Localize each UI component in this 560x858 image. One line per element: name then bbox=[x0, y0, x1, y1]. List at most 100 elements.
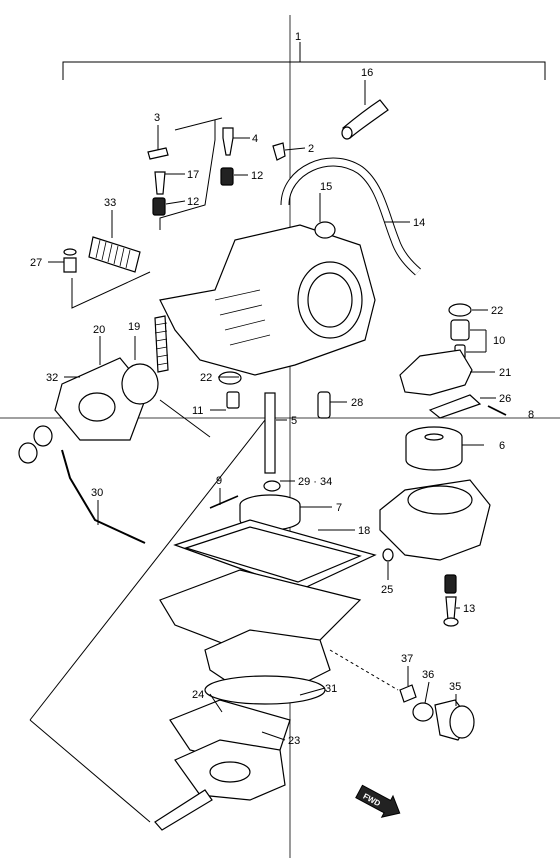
body-nipple bbox=[314, 221, 336, 239]
screw-2 bbox=[272, 142, 286, 161]
pin-8 bbox=[487, 405, 507, 416]
pump-rod bbox=[159, 399, 211, 438]
diaphragm-31 bbox=[204, 675, 326, 705]
callout-25: 25 bbox=[381, 584, 393, 596]
spring-28 bbox=[317, 391, 331, 419]
screw-13-head bbox=[443, 617, 459, 627]
callout-37: 37 bbox=[401, 653, 413, 665]
oring-22b bbox=[218, 371, 242, 385]
clip-26 bbox=[428, 394, 482, 419]
callout-33: 33 bbox=[104, 197, 116, 209]
body-detail bbox=[214, 289, 271, 346]
hose-16-end bbox=[341, 126, 353, 140]
spring-19 bbox=[154, 315, 169, 373]
float-chamber-top bbox=[407, 485, 473, 515]
screw-17 bbox=[154, 171, 166, 195]
oring-36 bbox=[412, 702, 434, 722]
callout-22a: 22 bbox=[491, 305, 503, 317]
callout-9: 9 bbox=[216, 475, 222, 487]
callout-19: 19 bbox=[128, 321, 140, 333]
fwd-arrow: FWD bbox=[355, 784, 401, 818]
spring-12a bbox=[220, 167, 234, 186]
callout-11: 11 bbox=[192, 405, 203, 417]
float-6-side bbox=[405, 437, 463, 471]
guide-sleeve bbox=[71, 271, 151, 309]
gasket-18-inner bbox=[184, 526, 362, 583]
callout-7: 7 bbox=[336, 502, 342, 514]
callout-15: 15 bbox=[320, 181, 332, 193]
pump-32-face bbox=[78, 392, 116, 422]
callout-26: 26 bbox=[499, 393, 511, 405]
pump-base-boss bbox=[209, 761, 251, 783]
leader-24 bbox=[209, 693, 223, 713]
oring-22 bbox=[448, 303, 472, 317]
callout-13: 13 bbox=[463, 603, 475, 615]
spring-19-coils bbox=[154, 322, 169, 366]
jet-11 bbox=[226, 391, 240, 409]
sleeve-33-knurl bbox=[95, 239, 131, 269]
leader-23 bbox=[261, 731, 286, 741]
nut-37 bbox=[399, 684, 417, 703]
gasket-21 bbox=[399, 349, 473, 396]
callout-18: 18 bbox=[358, 525, 370, 537]
spring-12b bbox=[152, 197, 166, 216]
drain-plug-35-head bbox=[449, 705, 475, 739]
pump-lever bbox=[154, 789, 213, 831]
leader-drain bbox=[329, 649, 399, 691]
callout-20: 20 bbox=[93, 324, 105, 336]
callout-12a: 12 bbox=[251, 170, 263, 182]
plug-27 bbox=[63, 257, 77, 273]
callout-4: 4 bbox=[252, 133, 258, 145]
callout-23: 23 bbox=[288, 735, 300, 747]
fuel-hose-14-fill bbox=[281, 158, 421, 275]
washer-a bbox=[33, 425, 53, 447]
float-6-hole bbox=[424, 433, 444, 441]
screw-3 bbox=[147, 147, 169, 160]
leader-2 bbox=[284, 147, 306, 151]
callout-36: 36 bbox=[422, 669, 434, 681]
leader-lever-a bbox=[29, 419, 266, 721]
leader-36 bbox=[424, 681, 430, 704]
jet-10 bbox=[450, 319, 470, 341]
callout-1: 1 bbox=[295, 31, 301, 43]
callout-31: 31 bbox=[325, 683, 337, 695]
spring-13 bbox=[444, 574, 457, 594]
screw-13 bbox=[445, 596, 457, 621]
hose-16 bbox=[342, 99, 389, 139]
callout-3: 3 bbox=[154, 112, 160, 124]
washer-b bbox=[18, 442, 38, 464]
callout-17: 17 bbox=[187, 169, 199, 181]
pin-9 bbox=[209, 495, 239, 509]
callout-14: 14 bbox=[413, 217, 425, 229]
oring-25 bbox=[382, 548, 394, 562]
callout-10: 10 bbox=[493, 335, 505, 347]
carburetor-body bbox=[159, 224, 376, 376]
leader-12b bbox=[165, 200, 186, 205]
callout-2: 2 bbox=[308, 143, 314, 155]
plug-27-top bbox=[63, 248, 77, 256]
callout-16: 16 bbox=[361, 67, 373, 79]
assembly-bracket bbox=[62, 61, 546, 80]
leader-lever-b bbox=[29, 719, 151, 823]
callout-28: 28 bbox=[351, 397, 363, 409]
link-rod-30 bbox=[61, 449, 146, 544]
callout-22b: 22 bbox=[200, 372, 212, 384]
callout-30: 30 bbox=[91, 487, 103, 499]
callout-21: 21 bbox=[499, 367, 511, 379]
pump-body bbox=[204, 629, 331, 691]
callout-24: 24 bbox=[192, 689, 204, 701]
screw-4 bbox=[222, 127, 234, 156]
callout-12b: 12 bbox=[187, 196, 199, 208]
guide-upper-left bbox=[159, 120, 216, 230]
callout-29-34: 29 · 34 bbox=[298, 476, 332, 488]
leader-31 bbox=[299, 687, 326, 696]
guide-screw3 bbox=[174, 117, 223, 131]
callout-32: 32 bbox=[46, 372, 58, 384]
needle-5 bbox=[264, 392, 276, 474]
callout-6: 6 bbox=[499, 440, 505, 452]
throttle-bore-inner bbox=[307, 272, 353, 328]
callout-8: 8 bbox=[528, 409, 534, 421]
callout-35: 35 bbox=[449, 681, 461, 693]
valve-29-34 bbox=[263, 480, 281, 492]
